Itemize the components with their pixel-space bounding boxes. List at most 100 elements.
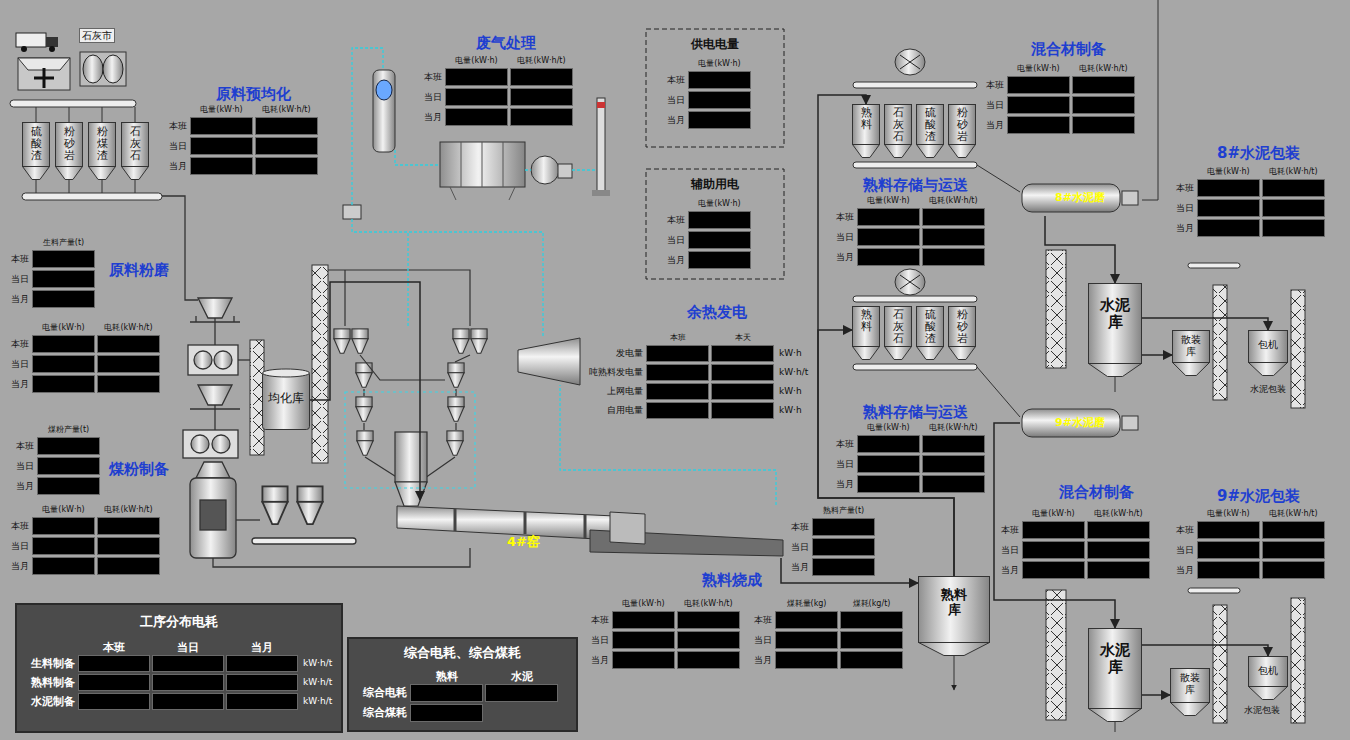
section-title: 原料粉磨 bbox=[109, 261, 169, 279]
storage-silo: 熟料库 bbox=[918, 576, 990, 656]
node-label: 熟料 bbox=[861, 309, 872, 333]
value-cell bbox=[1262, 219, 1325, 237]
value-cell bbox=[646, 345, 709, 362]
row-label: 当月 bbox=[1172, 219, 1194, 237]
value-cell bbox=[646, 383, 709, 400]
node-label: 8#水泥磨 bbox=[1055, 190, 1105, 205]
row-label: 当月 bbox=[832, 248, 854, 266]
node-label: 石灰石 bbox=[893, 309, 904, 345]
value-cell bbox=[97, 537, 160, 555]
value-cell bbox=[78, 655, 150, 672]
column-header: 电耗(kW·h/t) bbox=[104, 322, 152, 334]
value-cell bbox=[812, 538, 875, 556]
value-cell bbox=[445, 68, 508, 86]
row-label: 当日 bbox=[420, 88, 442, 106]
value-cell bbox=[688, 71, 751, 89]
row-label: 本班 bbox=[982, 76, 1004, 94]
cement-mill: 9#水泥磨 bbox=[1020, 405, 1140, 441]
section-title: 熟料存储与运送 bbox=[863, 403, 968, 421]
storage-silo: 硫酸渣 bbox=[916, 104, 944, 158]
value-cell bbox=[840, 611, 903, 629]
column-header: 电耗(kW·h/t) bbox=[1269, 166, 1317, 178]
flow-connector bbox=[1142, 318, 1268, 330]
rotary-kiln: 4#窑 bbox=[395, 500, 785, 558]
value-cell bbox=[97, 355, 160, 373]
row-label: 当日 bbox=[7, 270, 29, 288]
section-title: 熟料存储与运送 bbox=[863, 176, 968, 194]
row-label: 当日 bbox=[12, 457, 34, 475]
node-label: 硫酸渣 bbox=[31, 126, 42, 162]
storage-silo: 石灰石 bbox=[884, 104, 912, 158]
value-cell bbox=[510, 68, 573, 86]
column-header: 电量(kW·h) bbox=[1207, 166, 1249, 178]
column-header: 当月 bbox=[251, 642, 273, 654]
value-cell bbox=[1197, 219, 1260, 237]
column-header: 电耗(kW·h/t) bbox=[517, 55, 565, 67]
row-label: 当月 bbox=[787, 558, 809, 576]
value-cell bbox=[1262, 199, 1325, 217]
value-cell bbox=[775, 631, 838, 649]
value-cell bbox=[646, 402, 709, 419]
row-label: 当月 bbox=[7, 290, 29, 308]
value-cell bbox=[97, 557, 160, 575]
value-cell bbox=[190, 157, 253, 175]
cement-side bbox=[853, 0, 1240, 732]
section-title: 废气处理 bbox=[476, 34, 536, 52]
value-cell bbox=[1197, 521, 1260, 539]
node-label: 粉砂岩 bbox=[64, 126, 75, 162]
column-header: 电量(kW·h) bbox=[867, 422, 909, 434]
flow-connector bbox=[1142, 354, 1172, 356]
value-cell bbox=[32, 537, 95, 555]
node-label: 粉砂岩 bbox=[957, 107, 968, 143]
row-label: 当日 bbox=[663, 231, 685, 249]
value-cell bbox=[255, 117, 318, 135]
flow-connector bbox=[310, 282, 420, 500]
storage-silo: 硫酸渣 bbox=[916, 306, 944, 360]
row-label: 本班 bbox=[832, 435, 854, 453]
row-label: 综合煤耗 bbox=[357, 704, 407, 722]
column-header: 电量(kW·h) bbox=[1032, 508, 1074, 520]
value-cell bbox=[711, 345, 774, 362]
column-header: 煤耗(kg/t) bbox=[853, 598, 891, 610]
node-label: 辅助用电 bbox=[691, 176, 739, 193]
value-cell bbox=[37, 437, 100, 455]
row-label: 本班 bbox=[7, 517, 29, 535]
row-label: 本班 bbox=[663, 71, 685, 89]
storage-silo: 包机 bbox=[1248, 330, 1288, 376]
row-label: 当月 bbox=[12, 477, 34, 495]
value-cell bbox=[255, 157, 318, 175]
column-header: 熟料 bbox=[436, 671, 458, 683]
cement-mill: 8#水泥磨 bbox=[1020, 180, 1140, 216]
row-label: 当月 bbox=[7, 557, 29, 575]
value-cell bbox=[677, 631, 740, 649]
homogenizing-silo: 均化库 bbox=[262, 368, 310, 430]
value-cell bbox=[1262, 521, 1325, 539]
unit-label: kW·h bbox=[779, 402, 802, 419]
node-label: 包机 bbox=[1258, 664, 1278, 678]
value-cell bbox=[677, 651, 740, 669]
row-label: 当月 bbox=[7, 375, 29, 393]
column-header: 电耗(kW·h/t) bbox=[1094, 508, 1142, 520]
value-cell bbox=[922, 455, 985, 473]
value-cell bbox=[1262, 179, 1325, 197]
column-header: 电耗(kW·h/t) bbox=[104, 504, 152, 516]
storage-silo: 粉砂岩 bbox=[55, 122, 83, 180]
node-label: 综合电耗、综合煤耗 bbox=[404, 644, 521, 662]
value-cell bbox=[688, 91, 751, 109]
column-header: 电量(kW·h) bbox=[42, 322, 84, 334]
value-cell bbox=[37, 457, 100, 475]
value-cell bbox=[226, 693, 298, 710]
flow-connector bbox=[781, 558, 918, 583]
row-label: 当日 bbox=[1172, 199, 1194, 217]
row-label: 本班 bbox=[1172, 179, 1194, 197]
row-label: 本班 bbox=[587, 611, 609, 629]
storage-silo: 水泥库 bbox=[1088, 628, 1142, 722]
column-header: 熟料产量(t) bbox=[823, 505, 864, 517]
value-cell bbox=[152, 674, 224, 691]
value-cell bbox=[1072, 116, 1135, 134]
row-label: 当日 bbox=[787, 538, 809, 556]
column-header: 电耗(kW·h/t) bbox=[929, 195, 977, 207]
node-outline bbox=[1248, 656, 1288, 700]
flow-connector bbox=[1142, 645, 1268, 656]
column-header: 电耗(kW·h/t) bbox=[1269, 508, 1317, 520]
